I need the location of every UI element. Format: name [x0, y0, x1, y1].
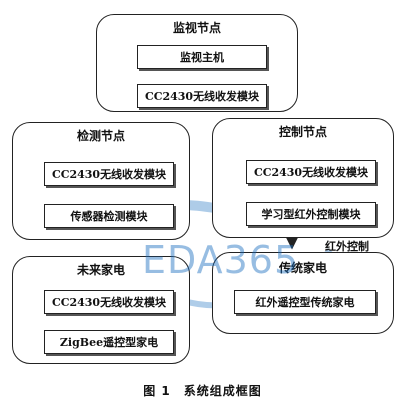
- traditional-appliance-label: 红外遥控型传统家电: [255, 296, 355, 309]
- figure-caption: 图 1 系统组成框图: [143, 384, 262, 398]
- control-ir-module-box: 学习型红外控制模块: [246, 202, 376, 226]
- control-node-title: 控制节点: [278, 125, 327, 139]
- monitor-host-label: 监视主机: [180, 51, 224, 64]
- future-radio-box: CC2430无线收发模块: [44, 290, 174, 314]
- control-radio-label: CC2430无线收发模块: [253, 166, 369, 179]
- traditional-appliance-node-title: 传统家电: [278, 261, 327, 275]
- detect-node-title: 检测节点: [76, 129, 125, 143]
- future-radio-label: CC2430无线收发模块: [51, 296, 167, 309]
- monitor-radio-box: CC2430无线收发模块: [137, 84, 267, 108]
- ir-control-label: 红外控制: [325, 240, 369, 253]
- monitor-radio-label: CC2430无线收发模块: [144, 90, 260, 103]
- control-radio-box: CC2430无线收发模块: [246, 160, 376, 184]
- monitor-node-title: 监视节点: [172, 21, 221, 35]
- zigbee-appliance-label: ZigBee遥控型家电: [59, 336, 159, 349]
- zigbee-appliance-box: ZigBee遥控型家电: [44, 330, 174, 354]
- watermark-logo: EDA365: [142, 238, 300, 282]
- detect-radio-box: CC2430无线收发模块: [44, 162, 174, 186]
- control-ir-module-label: 学习型红外控制模块: [261, 208, 361, 221]
- future-appliance-node-title: 未来家电: [76, 263, 125, 277]
- detect-sensor-label: 传感器检测模块: [70, 210, 148, 223]
- monitor-host-box: 监视主机: [137, 45, 267, 69]
- traditional-appliance-box: 红外遥控型传统家电: [234, 290, 376, 314]
- detect-sensor-box: 传感器检测模块: [44, 204, 174, 228]
- detect-radio-label: CC2430无线收发模块: [51, 168, 167, 181]
